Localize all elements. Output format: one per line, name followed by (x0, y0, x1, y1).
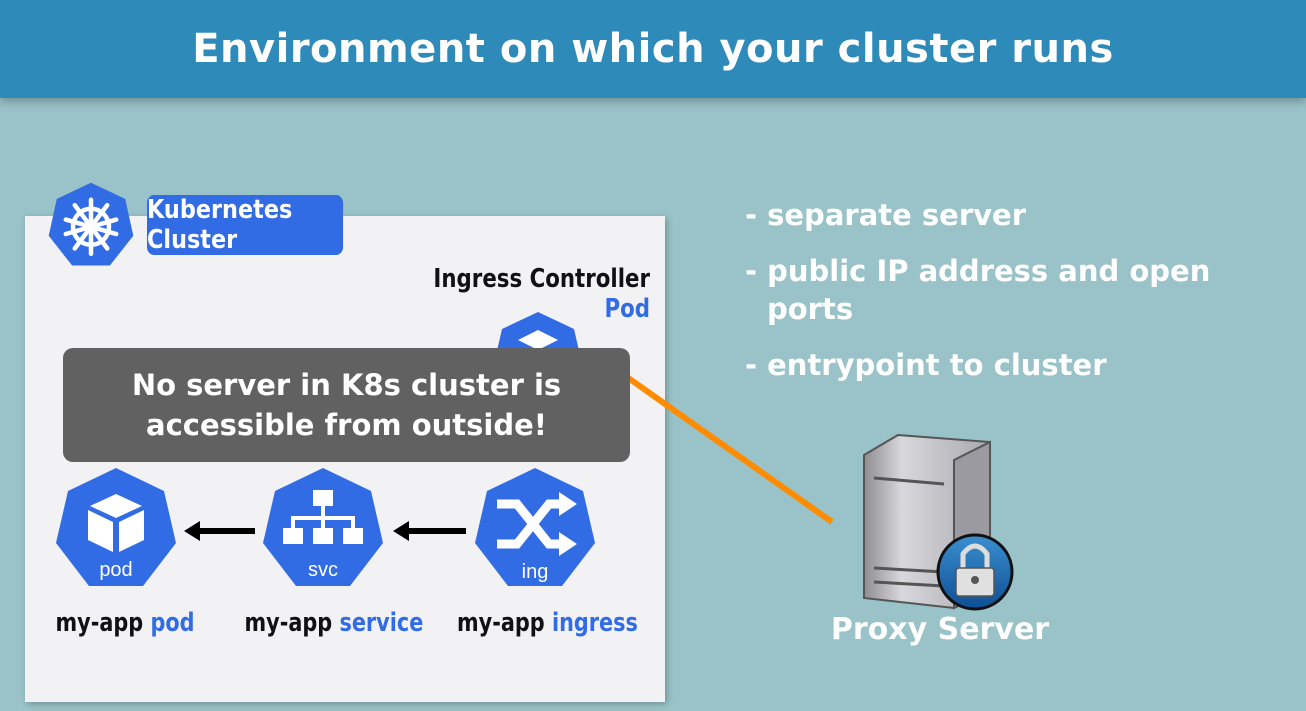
pod-label-name: my-app (55, 608, 144, 638)
pod-icon-text: pod (99, 559, 132, 581)
ingress-controller-label: Ingress Controller Pod (412, 264, 650, 324)
ingress-controller-pod-text: Pod (604, 294, 650, 324)
service-network-icon: svc (263, 468, 383, 586)
svc-icon-text: svc (308, 559, 338, 581)
ing-icon-text: ing (522, 561, 549, 583)
bullet-item: - separate server (745, 198, 1026, 232)
ingress-shuffle-icon: ing (475, 468, 595, 586)
page-title: Environment on which your cluster runs (192, 26, 1114, 72)
service-label-kind: service (339, 608, 424, 638)
message-line-2: accessible from outside! (146, 408, 547, 442)
header-banner: Environment on which your cluster runs (0, 0, 1306, 98)
ingress-label-name: my-app (457, 608, 545, 638)
pod-label-kind: pod (150, 608, 195, 638)
kubernetes-helm-icon (48, 182, 134, 266)
padlock-icon (936, 533, 1014, 611)
ingress-label: my-app ingress (457, 608, 638, 638)
service-label-name: my-app (244, 608, 333, 638)
message-line-1: No server in K8s cluster is (131, 368, 562, 402)
bullet-list: - separate server - public IP address an… (745, 196, 1285, 402)
bullet-item: - entrypoint to cluster (745, 348, 1107, 382)
service-label: my-app service (244, 608, 424, 638)
server-icon (863, 433, 1014, 611)
bullet-item: - public IP address and open ports (745, 254, 1211, 326)
cluster-label: Kubernetes Cluster (147, 195, 344, 255)
ingress-label-kind: ingress (551, 608, 638, 638)
ingress-controller-text: Ingress Controller (433, 264, 650, 294)
warning-message: No server in K8s cluster is accessible f… (63, 348, 630, 462)
pod-cube-icon: pod (56, 468, 176, 586)
pod-label: my-app pod (55, 608, 195, 638)
proxy-server-label: Proxy Server (830, 612, 1050, 647)
